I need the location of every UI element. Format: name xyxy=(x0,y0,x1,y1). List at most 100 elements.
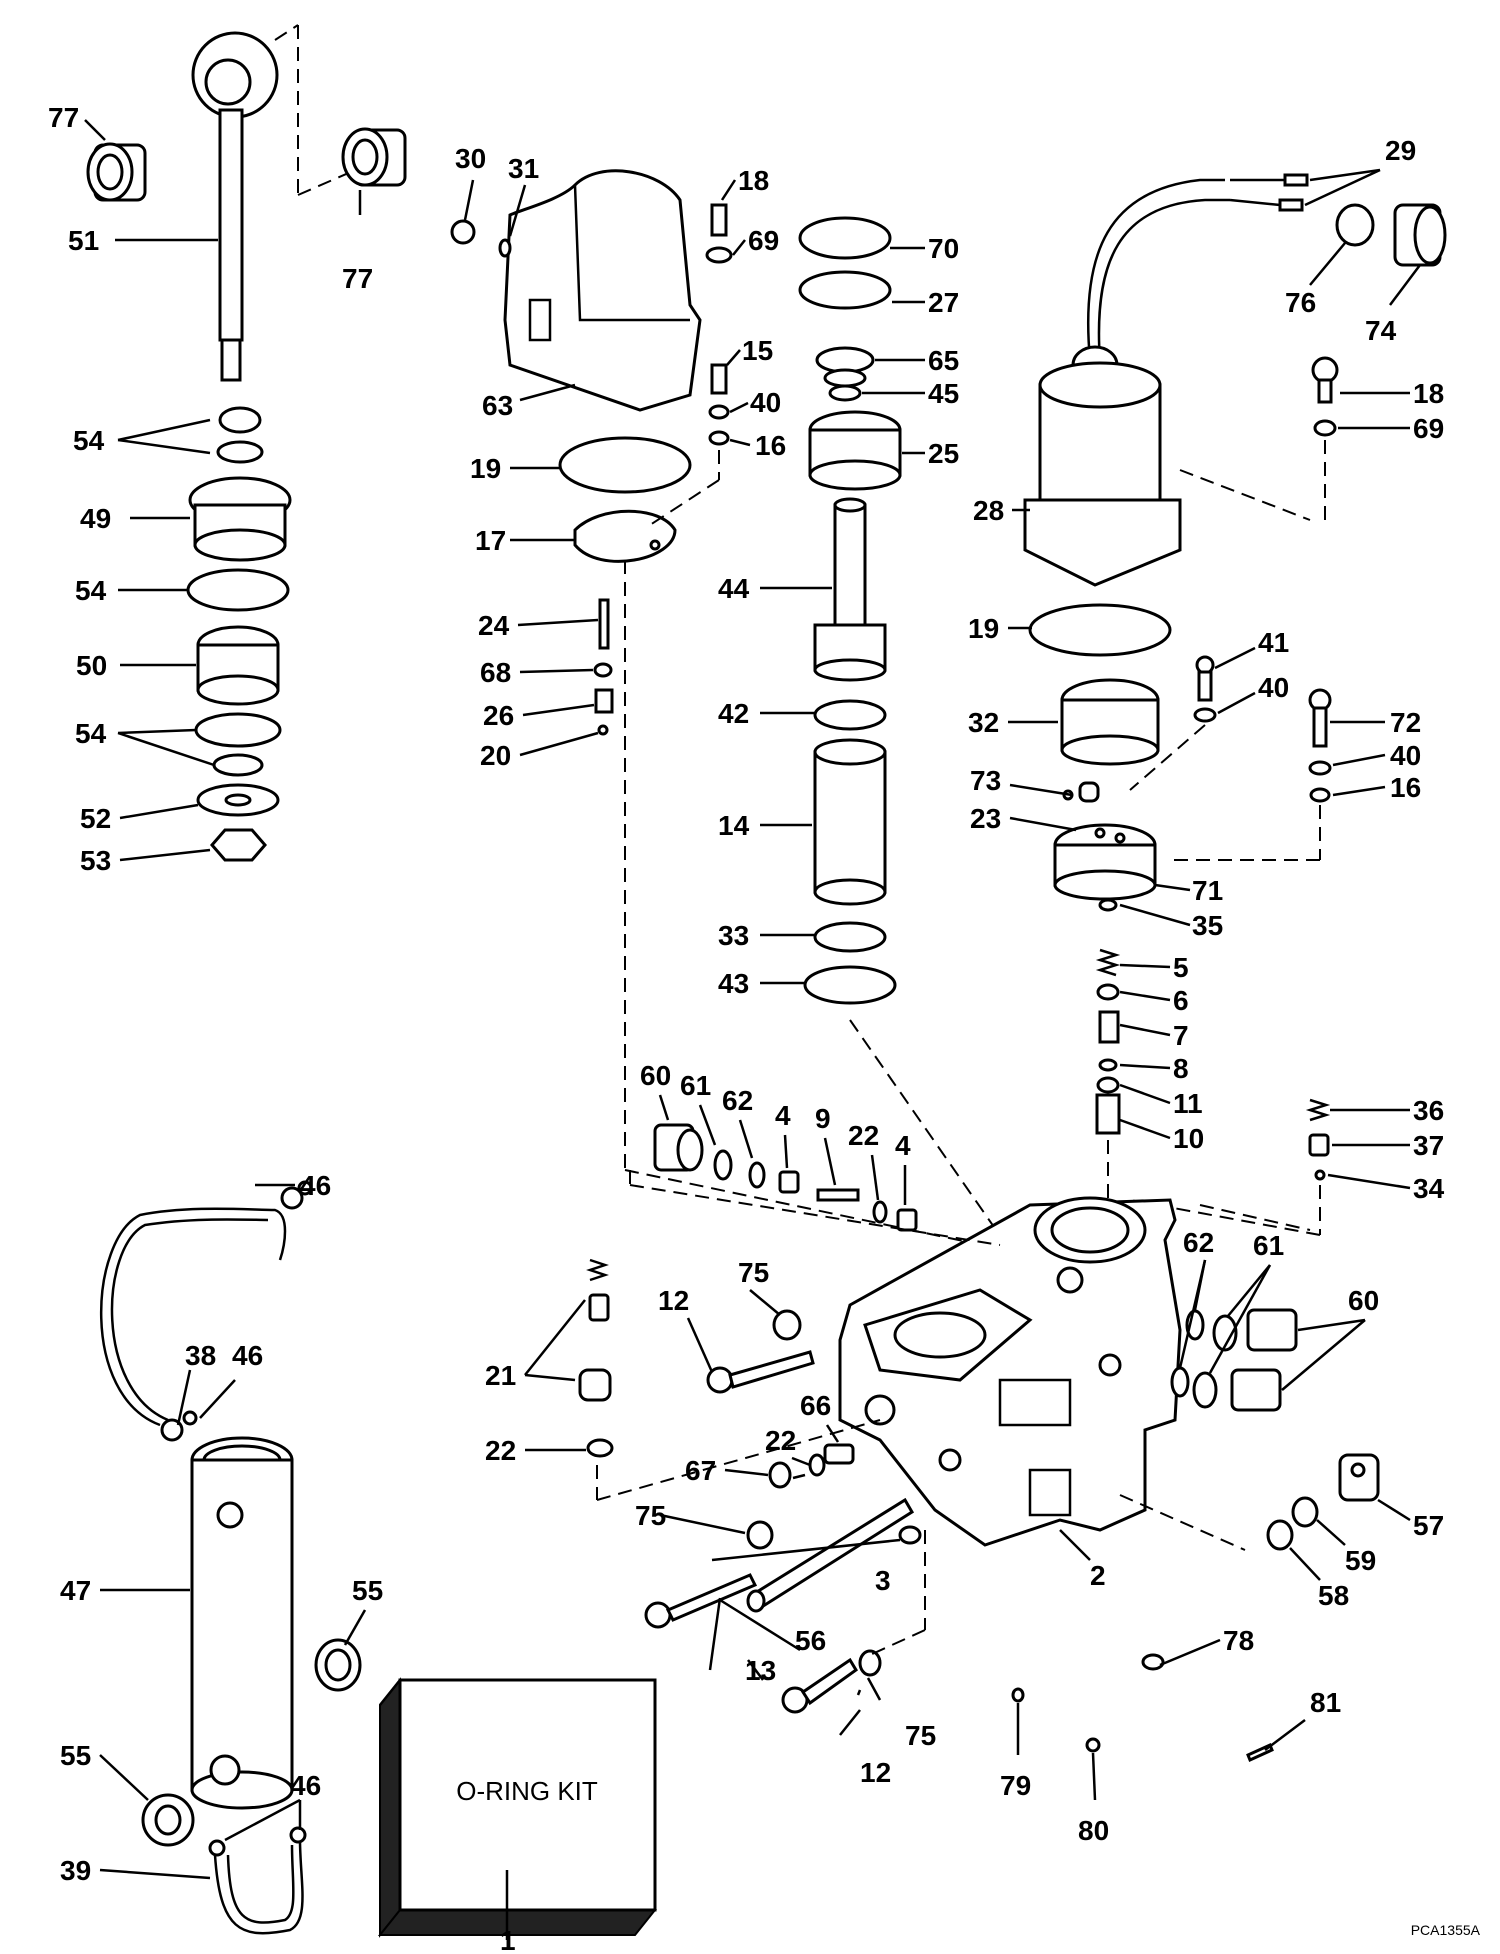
callout-66: 66 xyxy=(800,1390,831,1421)
right-cartridges xyxy=(1170,1308,1298,1412)
callout-62: 62 xyxy=(1183,1227,1214,1258)
cover-screw-2 xyxy=(708,363,730,446)
small-o-ring xyxy=(593,662,613,678)
valve-pin xyxy=(598,598,610,650)
filter-plate xyxy=(573,509,677,563)
leader-lines xyxy=(84,119,1421,1940)
callout-8: 8 xyxy=(1173,1053,1189,1084)
callout-40: 40 xyxy=(750,387,781,418)
lower-tube-fitting xyxy=(208,1839,226,1857)
cover-screw xyxy=(705,203,733,264)
piston xyxy=(196,625,280,706)
callout-labels: 77 51 77 54 49 54 50 54 52 53 30 31 18 6… xyxy=(48,102,1445,1954)
bushing-right xyxy=(341,127,407,187)
callout-19: 19 xyxy=(968,613,999,644)
callout-49: 49 xyxy=(80,503,111,534)
callout-71: 71 xyxy=(1192,875,1223,906)
connector xyxy=(1393,203,1447,267)
callout-75: 75 xyxy=(738,1257,769,1288)
washer-75-middle xyxy=(746,1520,774,1550)
callout-75: 75 xyxy=(635,1500,666,1531)
callout-81: 81 xyxy=(1310,1687,1341,1718)
trim-motor xyxy=(1023,178,1230,587)
callout-42: 42 xyxy=(718,698,749,729)
callout-60: 60 xyxy=(1348,1285,1379,1316)
callout-57: 57 xyxy=(1413,1510,1444,1541)
callout-18: 18 xyxy=(1413,378,1444,409)
callout-51: 51 xyxy=(68,225,99,256)
callout-16: 16 xyxy=(755,430,786,461)
tube-fitting-upper xyxy=(280,1186,304,1210)
pump-base xyxy=(1060,678,1160,766)
bolt-12-upper xyxy=(706,1350,815,1394)
callout-54: 54 xyxy=(75,718,107,749)
callout-52: 52 xyxy=(80,803,111,834)
callout-63: 63 xyxy=(482,390,513,421)
callout-54: 54 xyxy=(75,575,107,606)
callout-4: 4 xyxy=(895,1130,911,1161)
callout-40: 40 xyxy=(1258,672,1289,703)
callout-18: 18 xyxy=(738,165,769,196)
callout-74: 74 xyxy=(1365,315,1397,346)
fitting-66 xyxy=(823,1443,855,1465)
callout-47: 47 xyxy=(60,1575,91,1606)
o-ring-22 xyxy=(808,1453,826,1477)
callout-13: 13 xyxy=(745,1655,776,1686)
callout-15: 15 xyxy=(742,335,773,366)
callout-44: 44 xyxy=(718,573,750,604)
callout-5: 5 xyxy=(1173,952,1189,983)
o-ring-79 xyxy=(1011,1687,1025,1703)
callout-53: 53 xyxy=(80,845,111,876)
callout-75: 75 xyxy=(905,1720,936,1751)
cover-o-ring xyxy=(558,436,692,494)
callout-9: 9 xyxy=(815,1103,831,1134)
check-ball xyxy=(597,724,609,736)
plug-3 xyxy=(898,1525,922,1545)
callout-26: 26 xyxy=(483,700,514,731)
callout-55: 55 xyxy=(60,1740,91,1771)
callout-35: 35 xyxy=(1192,910,1223,941)
callout-61: 61 xyxy=(680,1070,711,1101)
callout-31: 31 xyxy=(508,153,539,184)
drain-screw xyxy=(450,219,512,258)
bolt-12-lower xyxy=(781,1657,858,1714)
reservoir-cover xyxy=(503,169,702,412)
piston-o-ring xyxy=(194,712,282,748)
trim-cylinder-assembly xyxy=(100,1180,362,1935)
callout-54: 54 xyxy=(73,425,105,456)
callout-65: 65 xyxy=(928,345,959,376)
callout-55: 55 xyxy=(352,1575,383,1606)
callout-46: 46 xyxy=(290,1770,321,1801)
callout-21: 21 xyxy=(485,1360,516,1391)
inner-o-ring xyxy=(212,753,264,777)
callout-22: 22 xyxy=(848,1120,879,1151)
callout-29: 29 xyxy=(1385,135,1416,166)
o-ring-58 xyxy=(1266,1519,1294,1551)
callout-20: 20 xyxy=(480,740,511,771)
trim-rod-assembly xyxy=(86,24,407,862)
callout-27: 27 xyxy=(928,287,959,318)
valve-21 xyxy=(578,1258,614,1458)
cap-o-ring xyxy=(186,568,290,612)
kit-label: O-RING KIT xyxy=(456,1776,598,1806)
motor-screw xyxy=(1311,356,1339,437)
callout-24: 24 xyxy=(478,610,510,641)
left-cartridge-row xyxy=(653,1123,918,1232)
callout-34: 34 xyxy=(1413,1173,1445,1204)
rod-o-ring xyxy=(216,440,264,464)
callout-16: 16 xyxy=(1390,772,1421,803)
callout-33: 33 xyxy=(718,920,749,951)
locknut xyxy=(210,828,267,862)
callout-76: 76 xyxy=(1285,287,1316,318)
callout-70: 70 xyxy=(928,233,959,264)
callout-23: 23 xyxy=(970,803,1001,834)
wire-leads xyxy=(1229,173,1309,212)
callout-56: 56 xyxy=(795,1625,826,1656)
screw-72 xyxy=(1308,688,1332,803)
callout-80: 80 xyxy=(1078,1815,1109,1846)
bushing-left xyxy=(86,142,147,202)
reference-code: PCA1355A xyxy=(1411,1922,1481,1938)
plug-78 xyxy=(1141,1653,1165,1671)
callout-58: 58 xyxy=(1318,1580,1349,1611)
callout-2: 2 xyxy=(1090,1560,1106,1591)
